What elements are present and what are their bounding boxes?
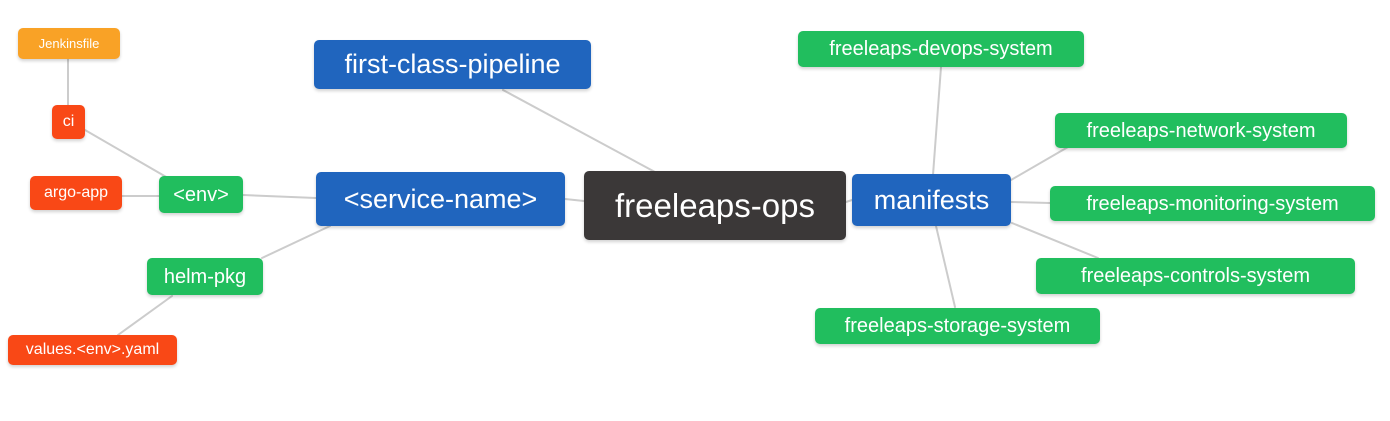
- node-label: <env>: [173, 183, 229, 206]
- edge-manifests-to-freeleaps-network-system: [1010, 146, 1069, 181]
- node-argo-app[interactable]: argo-app: [30, 176, 122, 210]
- node-label: first-class-pipeline: [344, 49, 561, 79]
- node-label: freeleaps-controls-system: [1081, 265, 1310, 287]
- edge-manifests-to-freeleaps-storage-system: [935, 225, 956, 308]
- node-first-class-pipeline[interactable]: first-class-pipeline: [314, 40, 591, 89]
- node-label: freeleaps-storage-system: [844, 315, 1071, 337]
- node-label: freeleaps-devops-system: [829, 38, 1053, 60]
- node-freeleaps-storage-system[interactable]: freeleaps-storage-system: [815, 308, 1100, 344]
- node-freeleaps-monitoring-system[interactable]: freeleaps-monitoring-system: [1050, 186, 1375, 221]
- edge-values-env-yaml-to-helm-pkg: [117, 295, 173, 336]
- node-freeleaps-ops[interactable]: freeleaps-ops: [584, 171, 846, 240]
- edge-manifests-to-freeleaps-controls-system: [1011, 222, 1099, 259]
- node-label: <service-name>: [343, 183, 538, 214]
- node-label: freeleaps-network-system: [1086, 119, 1316, 142]
- edge-ci-to-env: [84, 129, 169, 179]
- edge-freeleaps-ops-to-manifests: [845, 199, 853, 203]
- node-ci[interactable]: ci: [52, 105, 85, 139]
- node-label: helm-pkg: [163, 265, 247, 288]
- node-manifests[interactable]: manifests: [852, 174, 1011, 226]
- node-jenkinsfile[interactable]: Jenkinsfile: [18, 28, 120, 59]
- node-freeleaps-devops-system[interactable]: freeleaps-devops-system: [798, 31, 1084, 67]
- node-service-name[interactable]: <service-name>: [316, 172, 565, 226]
- node-label: Jenkinsfile: [38, 36, 100, 51]
- edge-first-class-pipeline-to-freeleaps-ops: [502, 89, 656, 173]
- node-freeleaps-network-system[interactable]: freeleaps-network-system: [1055, 113, 1347, 148]
- node-freeleaps-controls-system[interactable]: freeleaps-controls-system: [1036, 258, 1355, 294]
- edge-manifests-to-freeleaps-devops-system: [932, 66, 942, 176]
- node-label: ci: [62, 113, 75, 130]
- node-values-env-yaml[interactable]: values.<env>.yaml: [8, 335, 177, 365]
- edge-helm-pkg-to-service-name: [261, 225, 331, 259]
- edge-service-name-to-freeleaps-ops: [564, 198, 585, 202]
- node-label: manifests: [873, 184, 990, 215]
- edge-manifests-to-freeleaps-monitoring-system: [1010, 201, 1051, 204]
- edge-env-to-service-name: [242, 194, 317, 199]
- node-env[interactable]: <env>: [159, 176, 243, 213]
- node-helm-pkg[interactable]: helm-pkg: [147, 258, 263, 295]
- node-label: freeleaps-ops: [615, 187, 815, 224]
- node-label: argo-app: [43, 184, 109, 201]
- node-label: freeleaps-monitoring-system: [1086, 192, 1339, 215]
- node-label: values.<env>.yaml: [25, 341, 160, 358]
